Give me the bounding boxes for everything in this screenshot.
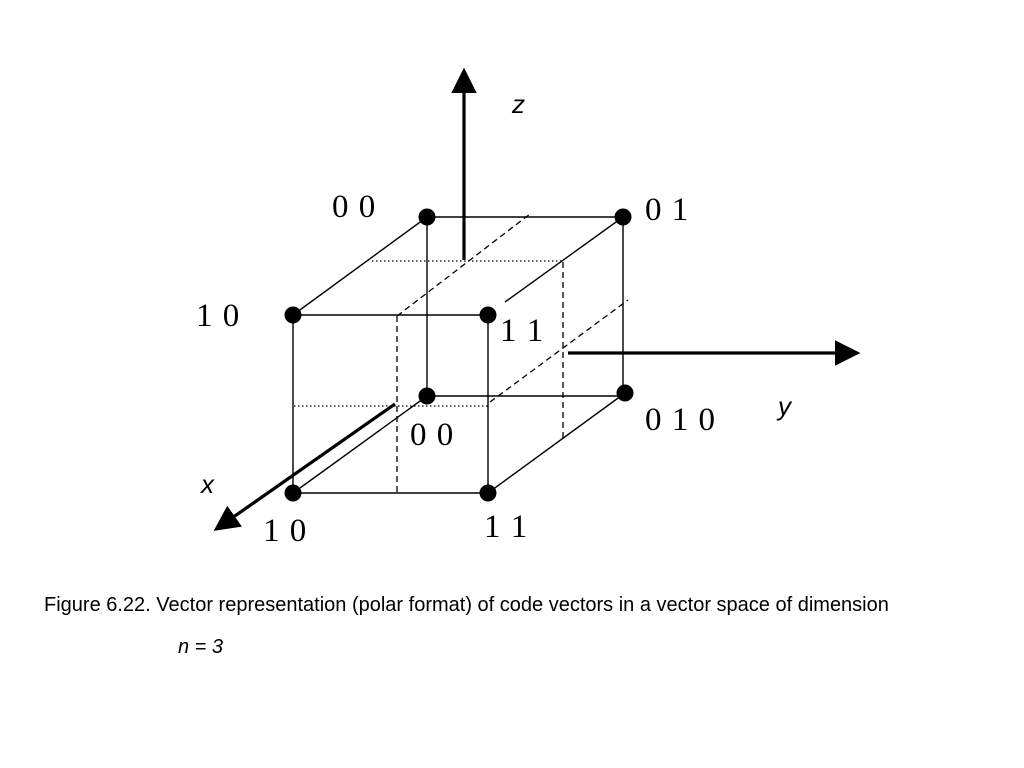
vertex-back-top-right <box>614 208 632 226</box>
label-back-bottom-left: 0 0 <box>410 417 454 453</box>
vertex-back-bottom-left <box>418 387 436 405</box>
vertex-back-top-left <box>418 208 436 226</box>
x-axis-arrow <box>213 402 396 531</box>
figure-caption: Figure 6.22. Vector representation (pola… <box>44 594 889 616</box>
label-front-bottom-right: 1 1 <box>484 509 528 545</box>
vertices <box>284 208 634 502</box>
vertex-back-bottom-right <box>616 384 634 402</box>
label-back-top-left: 0 0 <box>332 189 376 225</box>
cube-edges <box>292 216 626 494</box>
label-back-bottom-right: 0 1 0 <box>645 402 716 438</box>
z-axis-label: z <box>511 89 525 119</box>
vertex-front-bottom-left <box>284 484 302 502</box>
vertex-front-top-left <box>284 306 302 324</box>
caption-dimension: n = 3 <box>178 636 224 658</box>
vertex-front-bottom-right <box>479 484 497 502</box>
label-front-top-left: 1 0 <box>196 298 240 334</box>
label-front-bottom-left: 1 0 <box>263 513 307 549</box>
label-back-top-right: 0 1 <box>645 192 689 228</box>
hidden-edges <box>294 213 629 492</box>
vertex-front-top-right <box>479 306 497 324</box>
y-axis-label: y <box>776 391 793 421</box>
x-axis-label: x <box>199 469 215 499</box>
label-front-top-right: 1 1 <box>500 313 544 349</box>
